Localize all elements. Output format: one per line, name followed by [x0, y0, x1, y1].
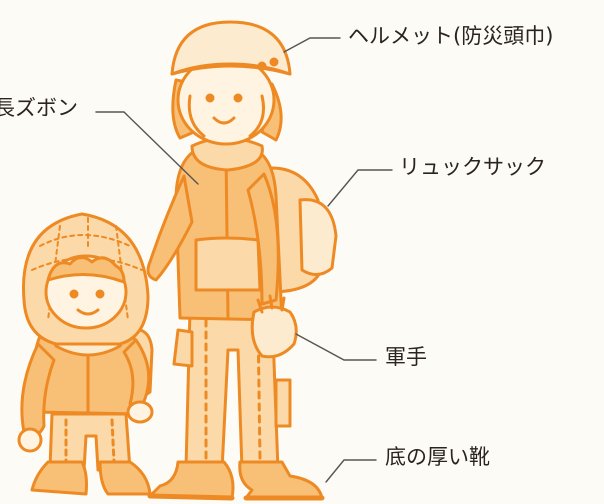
mother-mouth [212, 116, 236, 125]
child-mouth [76, 308, 100, 316]
helmet-brim [170, 64, 292, 76]
mother-eye-right [233, 93, 243, 103]
leader-line-pants [95, 111, 199, 185]
label-gloves: 軍手 [385, 345, 427, 369]
child-shoe-right [98, 460, 152, 496]
child-eye-right [95, 289, 105, 299]
mother-left-arm [146, 174, 194, 282]
label-rucksack: リュックサック [399, 155, 546, 179]
mother-right-arm [246, 172, 280, 306]
mother-eye-left [205, 93, 215, 103]
helmet [170, 20, 292, 76]
leader-line-gloves [295, 333, 377, 361]
hanging-bag-left [172, 328, 194, 368]
child-shoe-left [30, 460, 88, 496]
hanging-bag-right [274, 378, 292, 428]
helmet-rivet [269, 57, 279, 67]
shoe-sole-left [147, 493, 235, 501]
helmet-strap [187, 94, 265, 138]
child-fist-right [126, 400, 154, 424]
leader-line-rucksack [327, 169, 393, 207]
child-bangs [46, 256, 126, 284]
child-trouser-seam [64, 418, 116, 464]
leader-line-shoes [325, 459, 377, 483]
child-eye-left [69, 289, 79, 299]
helmet-rivet-2 [257, 61, 267, 71]
label-helmet: ヘルメット(防災頭巾) [348, 24, 554, 48]
mother-shoe-left [148, 460, 235, 500]
jacket-pocket [194, 236, 262, 292]
child-fist-left [17, 427, 43, 453]
rucksack-flap [298, 198, 338, 276]
mother-shoe-right [238, 460, 324, 500]
label-thick-soled-shoes: 底の厚い靴 [385, 445, 490, 469]
jacket-zip [224, 150, 230, 320]
glove-fingers [256, 294, 286, 314]
label-long-pants: 長ズボン [0, 96, 78, 120]
leader-line-helmet [283, 37, 341, 53]
glove [250, 305, 298, 359]
